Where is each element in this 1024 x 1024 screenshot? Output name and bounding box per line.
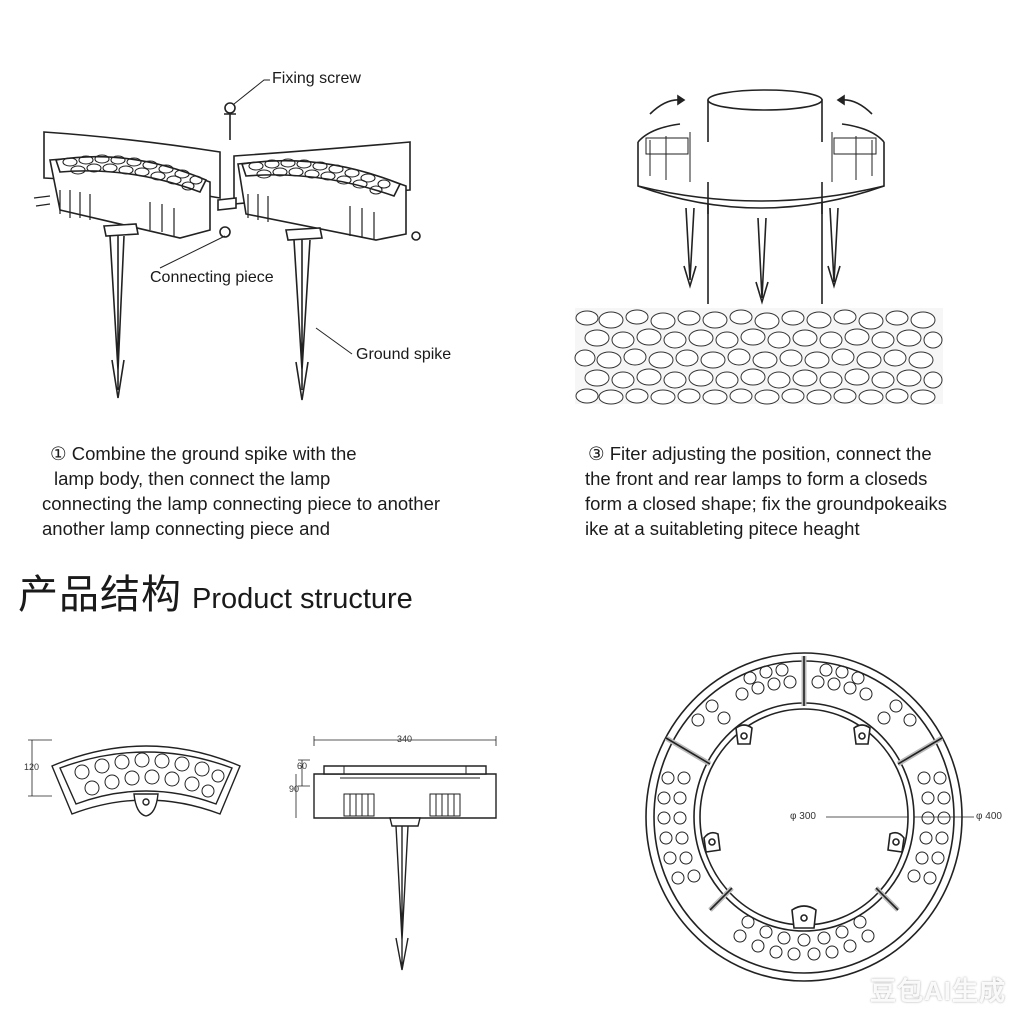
heading-cn: 产品结构 xyxy=(18,573,182,617)
heading-en: Product structure xyxy=(192,583,413,615)
arc-height-dimension: 120 xyxy=(24,762,40,772)
step3-line1: ③ Fiter adjusting the position, connect … xyxy=(588,443,932,464)
connecting-piece-label: Connecting piece xyxy=(150,269,274,286)
inner-diameter-label: φ 300 xyxy=(790,811,816,822)
exploded-lamp-diagram xyxy=(33,79,421,401)
step1-line4: another lamp connecting piece and xyxy=(42,518,330,539)
step3-line4: ike at a suitableting pitece heaght xyxy=(585,518,860,539)
lamp-side-view xyxy=(295,736,497,971)
step1-line3: connecting the lamp connecting piece to … xyxy=(42,493,441,514)
full-ring-top-view xyxy=(645,652,974,982)
step1-line2: lamp body, then connect the lamp xyxy=(54,468,331,489)
side-small-dimension: 60 xyxy=(297,761,308,771)
fixing-screw-label: Fixing screw xyxy=(272,70,361,87)
product-structure-heading: 产品结构 Product structure xyxy=(18,562,413,620)
step1-line1: ① Combine the ground spike with the xyxy=(50,443,357,464)
installed-ring-diagram xyxy=(637,89,885,305)
side-width-dimension: 340 xyxy=(397,734,413,744)
outer-diameter-label: φ 400 xyxy=(976,811,1002,822)
arc-segment-top-view xyxy=(28,739,241,817)
step3-line3: form a closed shape; fix the groundpokea… xyxy=(585,493,947,514)
step3-line2: the front and rear lamps to form a close… xyxy=(585,468,928,489)
gravel-bed xyxy=(574,308,943,405)
ai-watermark: 豆包AI生成 xyxy=(869,976,1006,1006)
ground-spike-label: Ground spike xyxy=(356,346,452,363)
side-height-dimension: 90 xyxy=(289,784,300,794)
